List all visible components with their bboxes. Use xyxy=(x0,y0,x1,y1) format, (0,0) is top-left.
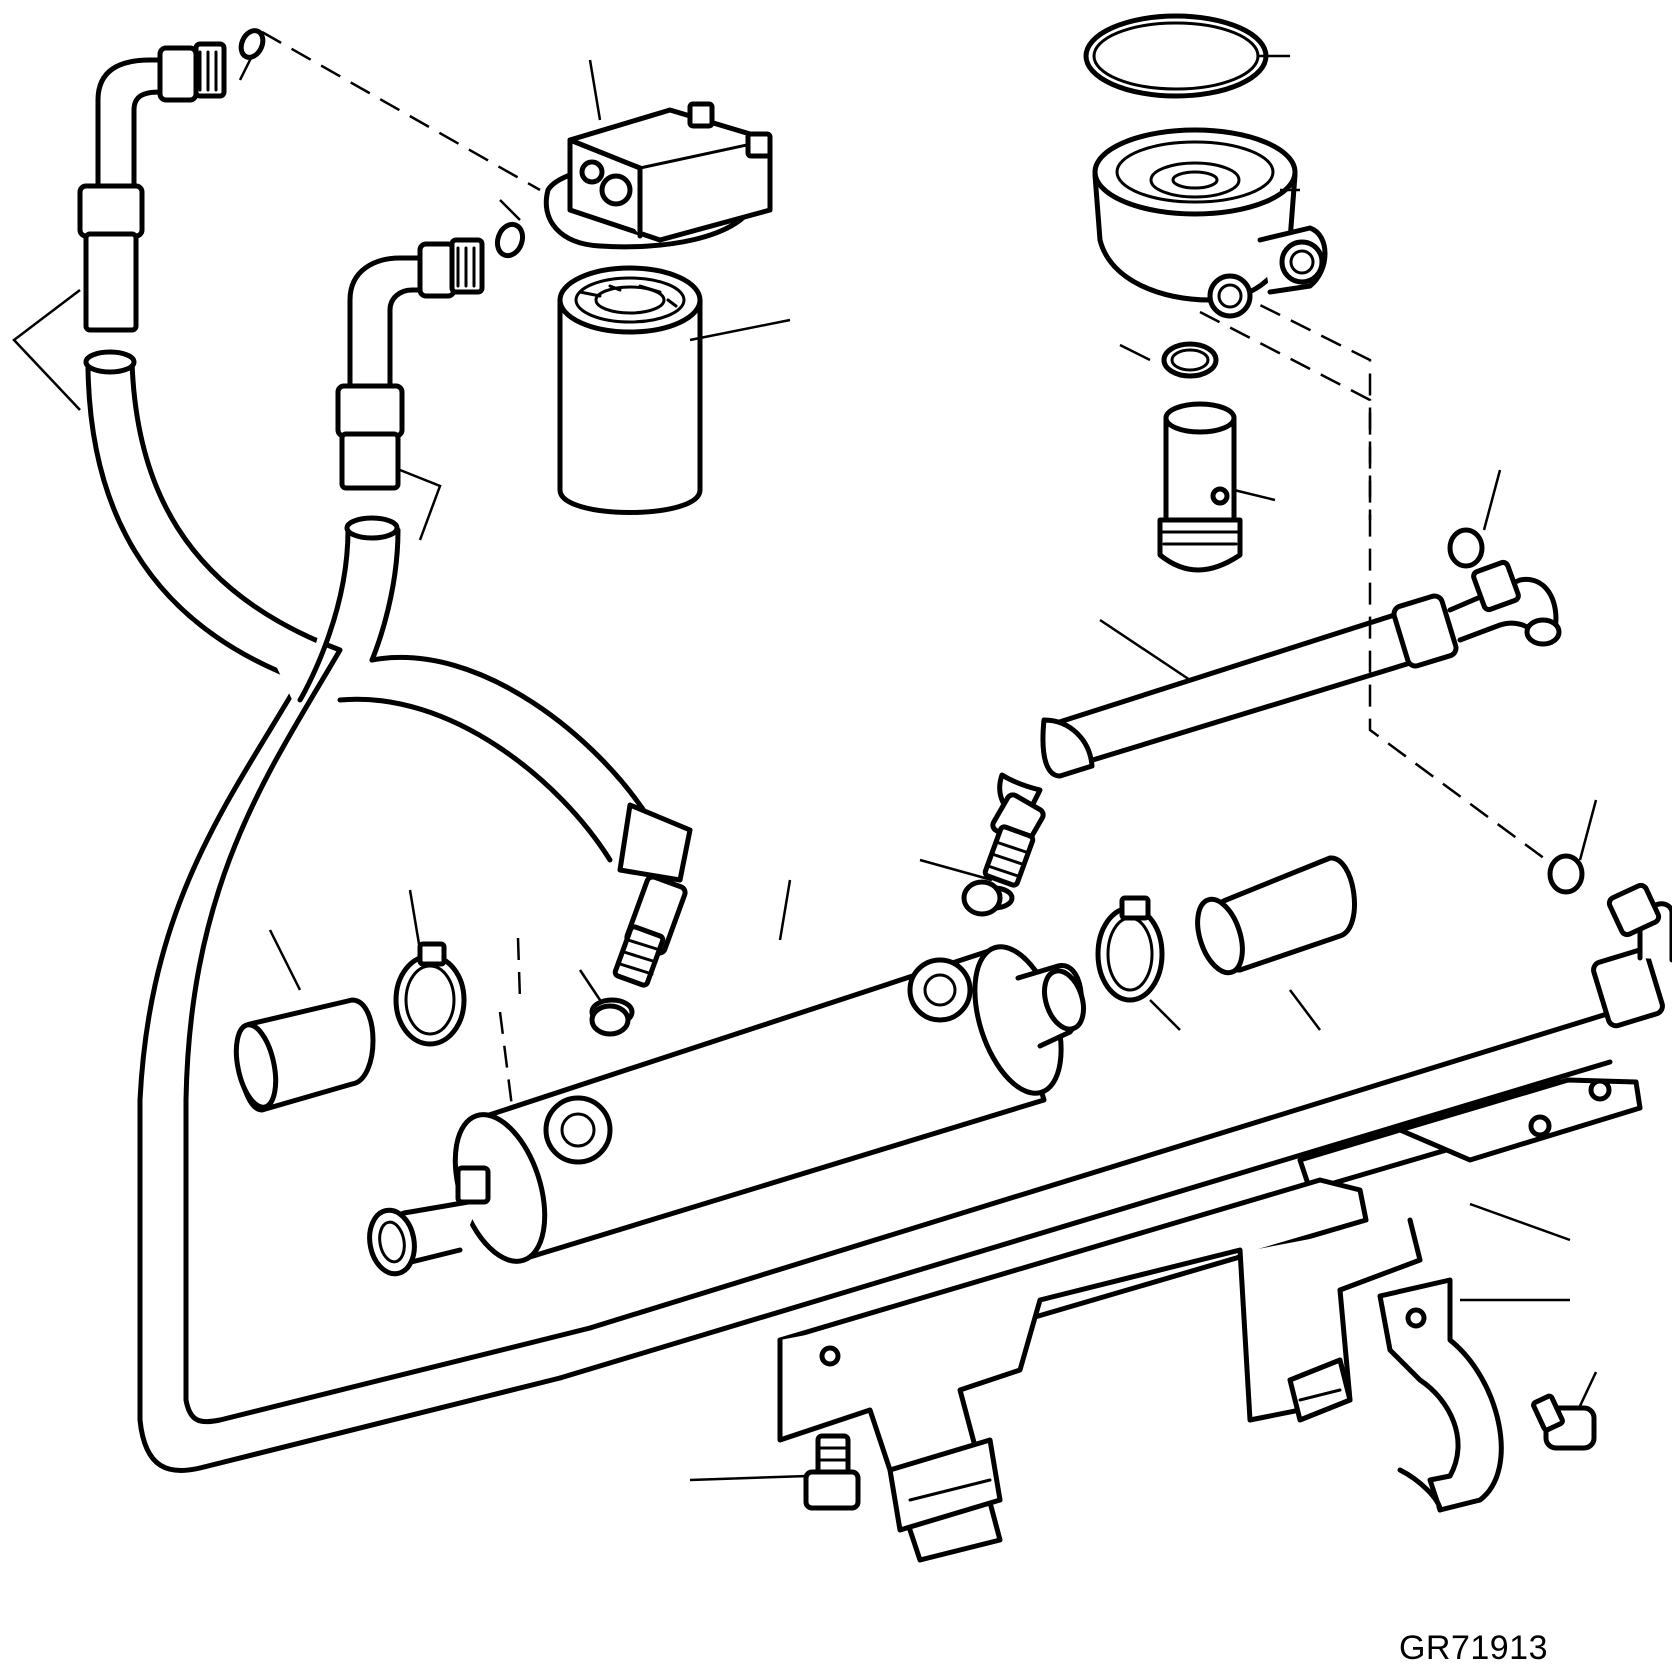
filter-head xyxy=(543,101,773,250)
bolt-left xyxy=(803,1433,861,1511)
hose-clamp-right xyxy=(1095,895,1165,1003)
bolt-right xyxy=(1531,1393,1597,1451)
oil-cooler xyxy=(367,944,1086,1277)
adapter-nipple xyxy=(1157,401,1243,573)
o-rings-small xyxy=(589,527,1585,1037)
o-ring-small-adapter xyxy=(1161,341,1219,379)
short-hose-left xyxy=(233,997,376,1113)
mounting-bracket xyxy=(777,1077,1643,1563)
long-hose-left xyxy=(83,349,593,1473)
figure-reference-code: GR71913 xyxy=(1398,1629,1548,1667)
filter-adapter-housing xyxy=(1092,127,1328,319)
hose-middle xyxy=(297,515,693,883)
hose-clamp-left xyxy=(393,941,467,1047)
steel-tube-middle xyxy=(335,221,526,491)
callout-leader-lines xyxy=(12,54,1598,1482)
hose-end-fitting xyxy=(589,874,688,1027)
filter-cartridge xyxy=(557,265,703,515)
short-hose-right xyxy=(1195,855,1357,976)
strap-bracket xyxy=(1377,1277,1504,1513)
hose-right-lower xyxy=(557,882,1672,1381)
hose-right-upper xyxy=(973,559,1562,911)
o-ring-large xyxy=(1083,13,1269,99)
steel-tube-upper-left xyxy=(77,28,266,333)
